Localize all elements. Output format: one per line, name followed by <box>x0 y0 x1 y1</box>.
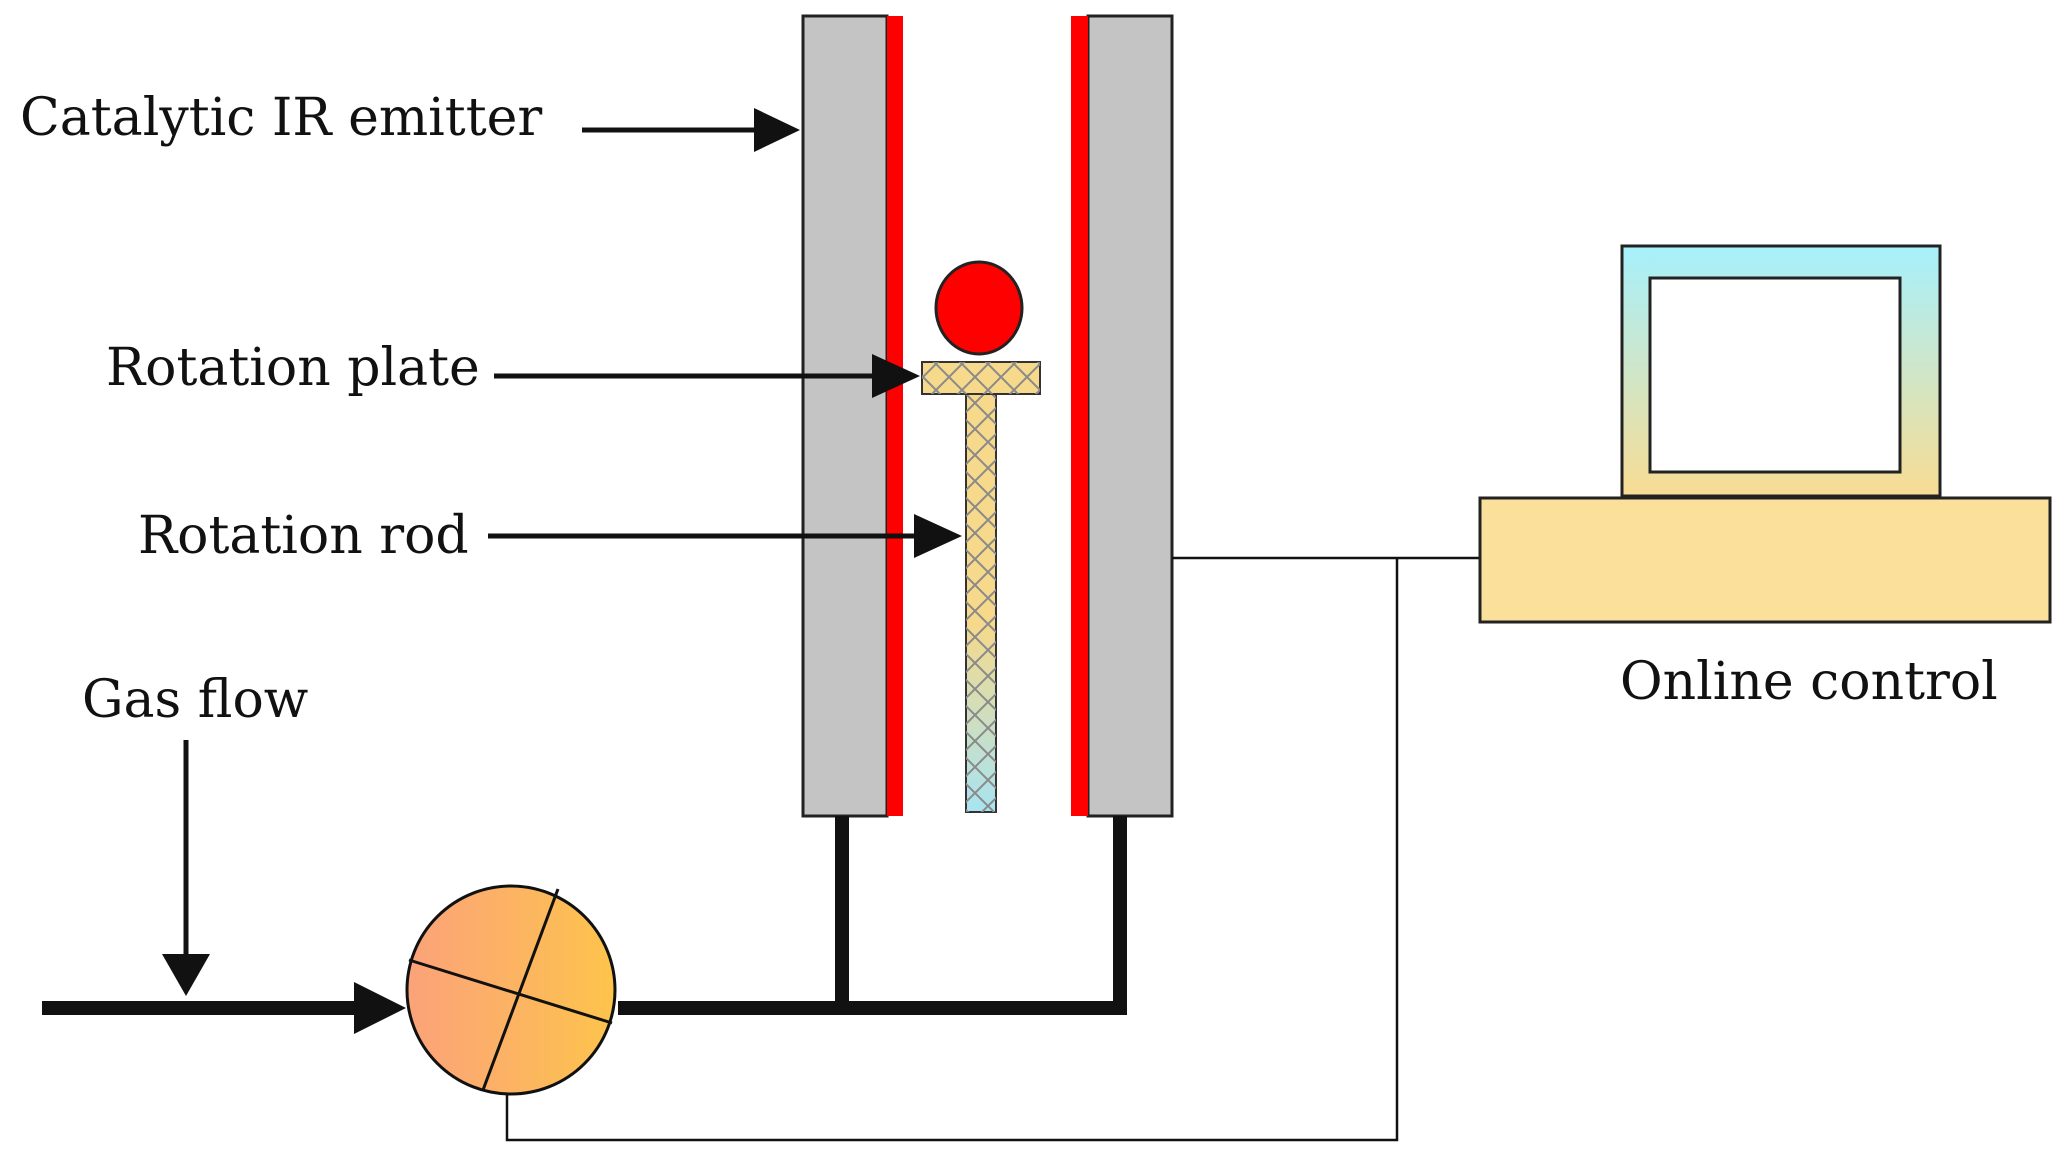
emitter-arrowhead <box>754 108 800 152</box>
computer-screen <box>1648 276 1902 474</box>
flow-valve <box>405 884 617 1096</box>
computer-base <box>1478 496 2052 624</box>
gas-pipes <box>42 816 1127 1015</box>
pipe-right-leg <box>618 816 1127 1015</box>
label-online-control: Online control <box>1620 652 1998 712</box>
valve-cross-a <box>481 888 560 1091</box>
label-rotation-rod: Rotation rod <box>138 506 469 566</box>
right-emitter-panel <box>1086 14 1174 818</box>
right-emitter-face <box>1071 16 1088 816</box>
label-gas-flow: Gas flow <box>82 670 309 730</box>
left-emitter-panel <box>801 14 889 818</box>
plate-arrowhead <box>872 354 920 398</box>
inlet-arrowhead <box>354 982 406 1034</box>
rod-arrowhead <box>914 514 962 558</box>
valve-cross-b <box>408 958 613 1025</box>
rotation-rod-hatch <box>966 390 996 812</box>
control-wire <box>505 556 1480 1142</box>
gas-flow-arrowhead <box>162 954 210 996</box>
left-emitter-face <box>887 16 903 816</box>
label-rotation-plate: Rotation plate <box>106 338 480 398</box>
rotation-plate-hatch <box>922 362 1040 394</box>
label-catalytic-ir-emitter: Catalytic IR emitter <box>20 88 543 148</box>
sample-sphere <box>934 260 1024 356</box>
